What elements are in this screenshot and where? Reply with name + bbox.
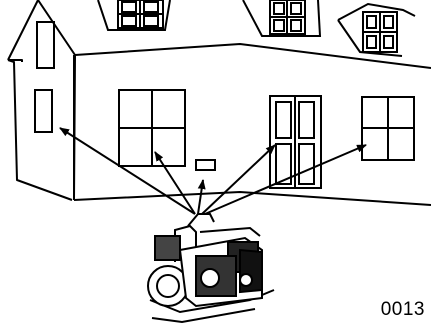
water-pump: [147, 213, 275, 324]
dormer-right: [337, 2, 416, 57]
vent: [195, 159, 216, 171]
window-center-left: [118, 89, 186, 167]
window-right: [361, 96, 415, 161]
arrow-to-door: [201, 144, 276, 215]
gable-windows: [34, 21, 55, 133]
dormer-left: [97, 0, 171, 31]
figure-code: 0013: [380, 299, 425, 320]
arrow-to-left-window: [59, 127, 196, 215]
arrow-to-right-window: [204, 144, 367, 215]
exhaust-arrows: [59, 127, 367, 215]
arrow-to-center-window: [154, 151, 196, 215]
arrow-to-vent: [197, 179, 206, 215]
door: [269, 95, 322, 189]
house-outline: [7, 0, 431, 206]
dormer-center: [242, 0, 322, 37]
